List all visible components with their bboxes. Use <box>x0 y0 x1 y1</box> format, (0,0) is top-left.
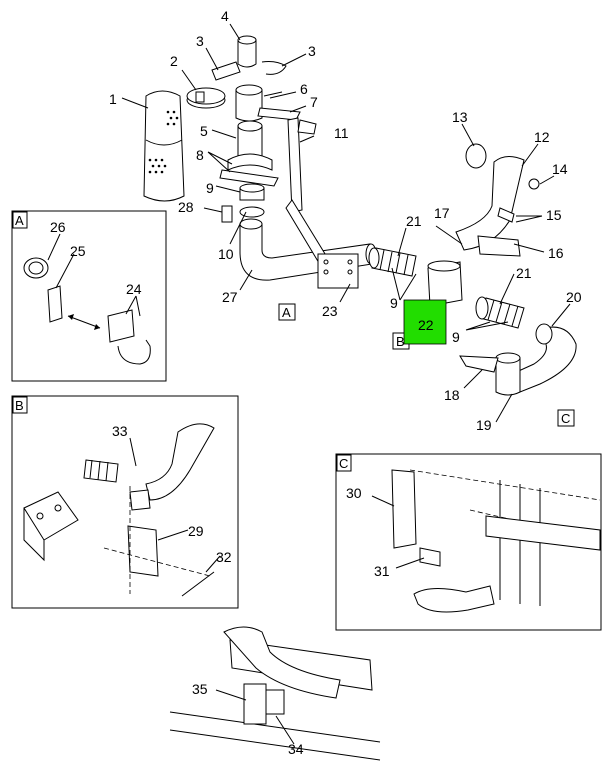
callout-26: 26 <box>50 219 66 235</box>
view-a-ref-box <box>278 303 296 321</box>
callout-18: 18 <box>444 387 460 403</box>
callout-35: 35 <box>192 681 208 697</box>
callout-5: 5 <box>200 123 208 139</box>
callout-4: 4 <box>221 8 229 24</box>
bottom-frame-rail <box>169 639 381 761</box>
detail-a-letter: A <box>15 213 24 228</box>
callout-14: 14 <box>552 161 568 177</box>
callout-6: 6 <box>300 81 308 97</box>
detail-c-bracket-part <box>391 469 417 549</box>
detail-a-frame <box>11 210 167 382</box>
detail-a-letter-box <box>12 211 28 229</box>
callout-9-right: 9 <box>452 329 460 345</box>
u-bolt-clamp-set <box>219 153 279 218</box>
callout-3-left: 3 <box>196 33 204 49</box>
callout-23: 23 <box>322 303 338 319</box>
view-c-ref: C <box>561 411 570 426</box>
detail-b-letter: B <box>15 398 24 413</box>
detail-a-bracket-part <box>47 285 63 323</box>
callout-7: 7 <box>310 94 318 110</box>
callout-21-left: 21 <box>406 213 422 229</box>
detail-b-letter-box <box>12 396 28 414</box>
lower-right-elbow-pipe <box>459 323 577 396</box>
callout-28: 28 <box>178 199 194 215</box>
detail-b-bolt <box>181 571 215 597</box>
clamp-plate-part <box>221 205 233 223</box>
heat-shield-part <box>143 90 185 202</box>
bottom-bracket-part <box>243 683 267 725</box>
bottom-clamp-part <box>265 689 285 715</box>
callout-15: 15 <box>546 207 562 223</box>
callout-20: 20 <box>566 289 582 305</box>
detail-c-frame <box>335 453 602 631</box>
detail-b-flex-hose <box>83 459 119 483</box>
leader-lines <box>47 23 571 745</box>
callout-1: 1 <box>109 91 117 107</box>
tee-pipe-part <box>403 260 463 345</box>
callout-10: 10 <box>218 246 234 262</box>
callout-11: 11 <box>334 125 349 141</box>
detail-a-arrowhead-left <box>68 314 74 320</box>
callout-32: 32 <box>216 549 232 565</box>
detail-b-clamp-bracket <box>127 525 159 577</box>
callout-27: 27 <box>222 289 238 305</box>
band-clamp-part <box>186 87 226 109</box>
callout-21-right: 21 <box>516 265 532 281</box>
callout-31: 31 <box>374 563 390 579</box>
callout-3-right: 3 <box>308 43 316 59</box>
callout-12: 12 <box>534 129 550 145</box>
detail-c-letter-box <box>336 454 352 472</box>
callout-22: 22 <box>418 317 434 333</box>
callout-25: 25 <box>70 243 86 259</box>
detail-b-frame <box>11 395 239 609</box>
detail-b-centerline <box>103 547 211 577</box>
detail-c-letter: C <box>339 456 348 471</box>
callout-9-middle: 9 <box>390 295 398 311</box>
view-c-ref-box <box>557 409 575 427</box>
callout-16: 16 <box>548 245 564 261</box>
callout-33: 33 <box>112 423 128 439</box>
callout-30: 30 <box>346 485 362 501</box>
detail-a-arrowhead-right <box>94 324 100 330</box>
detail-a-arrow <box>67 315 101 329</box>
tee-pipe-highlight <box>403 299 447 345</box>
detail-b-mount-bracket <box>23 491 79 562</box>
support-bracket-frame <box>285 117 359 289</box>
detail-a-u-bolt-part <box>107 309 151 365</box>
upper-right-elbow-pipe <box>455 143 540 257</box>
callout-19: 19 <box>476 417 492 433</box>
detail-a-clamp-part <box>23 257 49 279</box>
view-b-ref: B <box>396 334 405 349</box>
detail-c-clip-part <box>419 547 441 567</box>
callout-2: 2 <box>170 53 178 69</box>
flex-hose-left <box>368 247 417 277</box>
flex-hose-right <box>475 296 525 329</box>
callout-24: 24 <box>126 281 142 297</box>
callout-29: 29 <box>188 523 204 539</box>
detail-b-pipe-elbow <box>129 423 215 511</box>
callout-8: 8 <box>196 147 204 163</box>
bottom-exhaust-pipe <box>223 626 341 699</box>
callout-34: 34 <box>288 741 304 757</box>
callout-17: 17 <box>434 205 450 221</box>
callout-9-top: 9 <box>206 180 214 196</box>
view-a-ref: A <box>282 305 291 320</box>
detail-c-pipe <box>413 585 495 613</box>
callout-13: 13 <box>452 109 468 125</box>
detail-c-frame-rail <box>409 469 601 606</box>
